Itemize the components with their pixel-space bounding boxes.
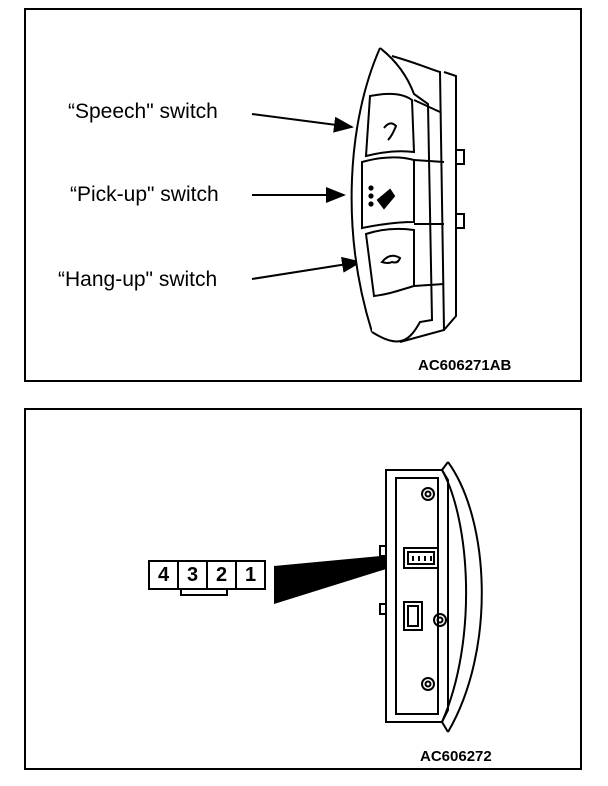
connector-key-tab [180,588,228,596]
hangup-switch-label: “Hang-up" switch [58,268,218,291]
speech-leader-arrow [251,113,354,133]
switch-unit-rear-view [379,461,483,733]
hangup-leader-arrow [251,256,362,280]
connector-pin: 4 [150,562,179,588]
connector-pin: 1 [244,563,257,586]
figure-bottom-code: AC606272 [420,748,492,765]
speech-icon [383,122,398,141]
connector-pointer-wedge [274,554,402,604]
figure-top-code: AC606271AB [418,357,512,374]
connector-pin-diagram: 4 3 2 1 [148,560,266,590]
connector-pin: 3 [179,562,208,588]
connector-pin: 2 [208,562,237,588]
pickup-icon [376,188,396,210]
pickup-switch-label: “Pick-up" switch [70,183,219,206]
speech-switch-label: “Speech" switch [68,100,218,123]
hangup-icon [380,254,402,264]
steering-switch-unit [350,47,465,343]
